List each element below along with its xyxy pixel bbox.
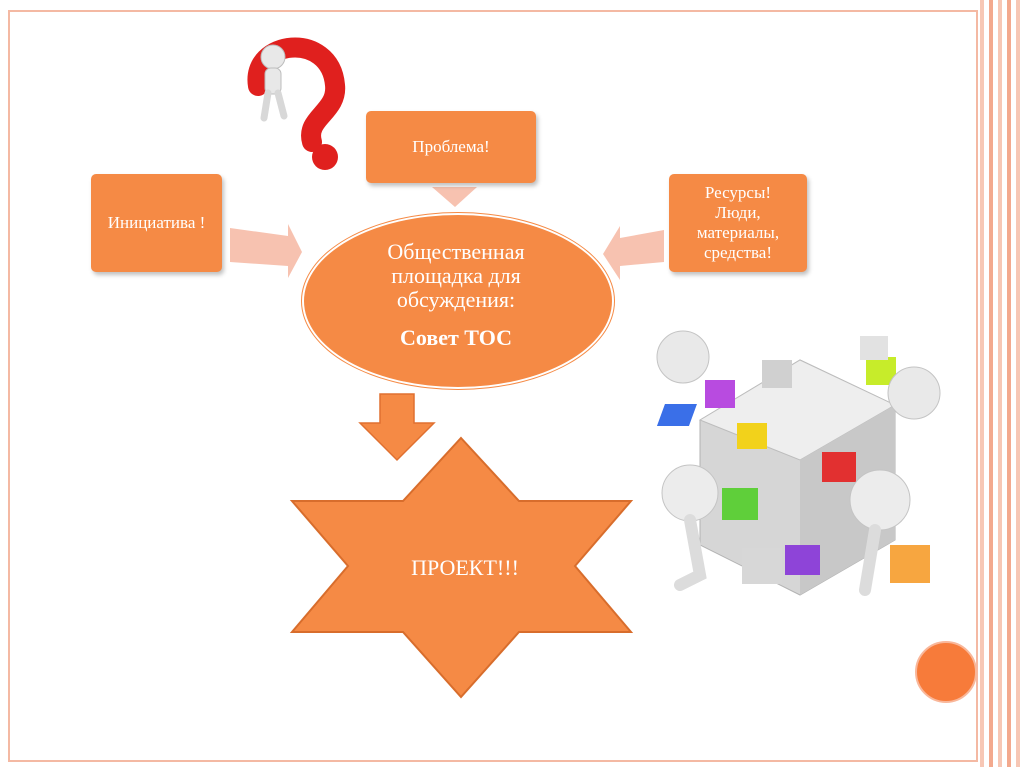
frame-left-line — [8, 10, 10, 762]
resources-line-4: средства! — [703, 243, 772, 262]
project-star — [289, 436, 634, 699]
initiative-label: Инициатива ! — [107, 213, 206, 232]
ellipse-bold-title: Совет ТОС — [400, 325, 512, 350]
right-stripes — [980, 0, 1024, 767]
problem-label: Проблема! — [412, 137, 490, 156]
arrow-from-resources — [603, 226, 664, 280]
resources-box: Ресурсы! Люди, материалы, средства! — [669, 174, 807, 272]
frame-bottom-line — [8, 760, 978, 762]
arrow-down-to-project — [358, 393, 436, 462]
problem-box: Проблема! — [366, 111, 536, 183]
frame-top-line — [8, 10, 978, 12]
ellipse-text: Общественная площадка для обсуждения: Со… — [302, 240, 610, 350]
resources-line-1: Ресурсы! — [704, 183, 772, 202]
ellipse-line-1: Общественная — [387, 239, 525, 264]
initiative-box: Инициатива ! — [91, 174, 222, 272]
resources-line-3: материалы, — [696, 223, 780, 242]
resources-line-2: Люди, — [715, 203, 761, 222]
frame-right-line — [976, 10, 978, 762]
discussion-ellipse — [302, 213, 614, 389]
question-person-illustration — [247, 37, 346, 170]
project-label: ПРОЕКТ!!! — [411, 555, 519, 580]
arrow-from-problem — [432, 187, 477, 207]
ellipse-line-3: обсуждения: — [396, 287, 516, 312]
arrow-from-initiative — [230, 224, 302, 278]
accent-circle — [915, 641, 977, 703]
cube-team-illustration — [656, 330, 941, 596]
ellipse-line-2: площадка для — [391, 263, 521, 288]
